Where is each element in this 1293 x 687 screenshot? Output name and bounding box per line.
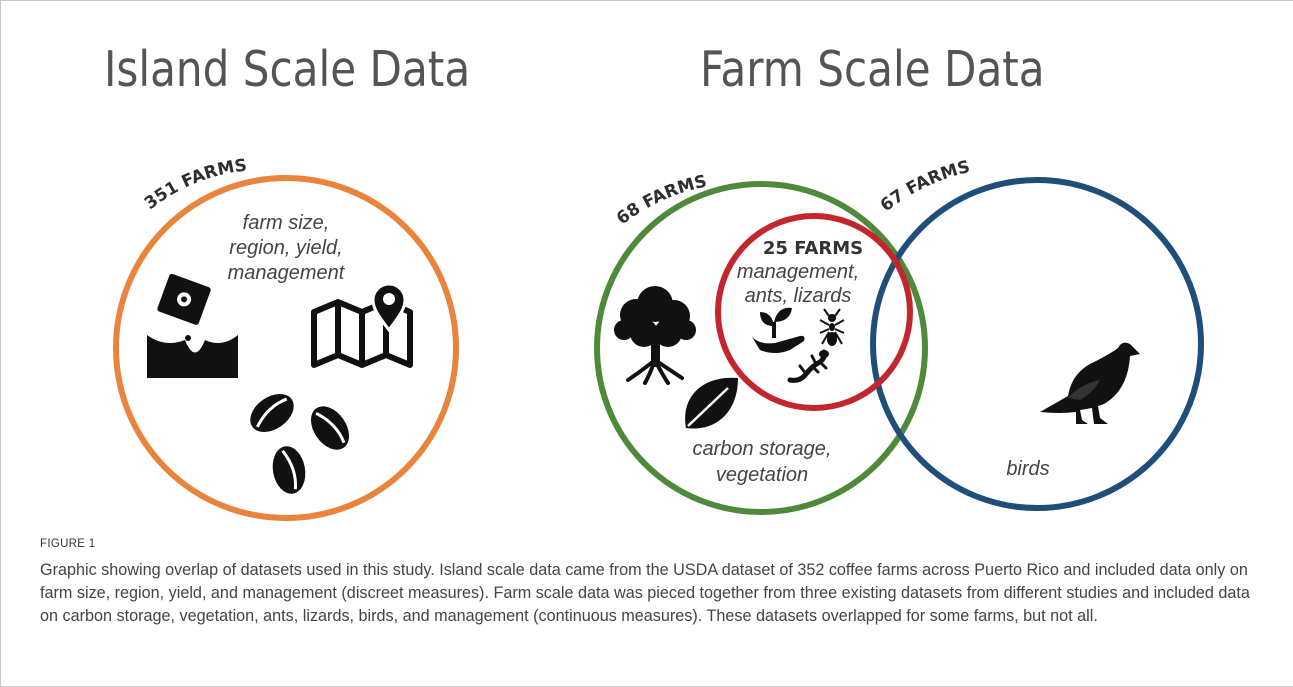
farm-scale-heading: Farm Scale Data <box>700 41 1045 98</box>
island-circle <box>113 175 459 521</box>
island-scale-heading: Island Scale Data <box>104 41 471 98</box>
birds-circle <box>870 177 1204 511</box>
fertilizer-bag-icon <box>147 273 238 378</box>
leaf-icon <box>685 377 738 429</box>
birds-variable-label: birds <box>1006 458 1049 480</box>
figure-caption: FIGURE 1 Graphic showing overlap of data… <box>40 538 1260 628</box>
lizard-icon <box>787 349 829 383</box>
vegetation-variable-line-1: carbon storage, <box>693 438 832 460</box>
island-variable-line-1: farm size, <box>243 212 330 234</box>
tree-icon <box>614 286 696 385</box>
overlap-circle <box>715 213 913 411</box>
overlap-count-label: 25 FARMS <box>763 238 863 259</box>
island-variable-line-2: region, yield, <box>229 237 342 259</box>
bird-icon <box>1040 342 1140 424</box>
dataset-overlap-diagram: 351 FARMS farm size, region, yield, mana… <box>113 156 1204 521</box>
figure-label: FIGURE 1 <box>40 538 96 550</box>
plant-in-hand-icon <box>752 307 805 353</box>
birds-count-label: 67 FARMS <box>877 157 972 216</box>
ant-icon <box>819 308 845 346</box>
map-pin-icon <box>311 282 413 368</box>
caption-text: Graphic showing overlap of datasets used… <box>40 561 1250 625</box>
coffee-beans-icon <box>250 393 350 494</box>
overlap-variable-line-2: ants, lizards <box>745 285 852 307</box>
overlap-variable-line-1: management, <box>737 261 859 283</box>
island-variable-line-3: management <box>228 262 346 284</box>
vegetation-variable-line-2: vegetation <box>716 464 808 486</box>
vegetation-circle <box>594 181 928 515</box>
